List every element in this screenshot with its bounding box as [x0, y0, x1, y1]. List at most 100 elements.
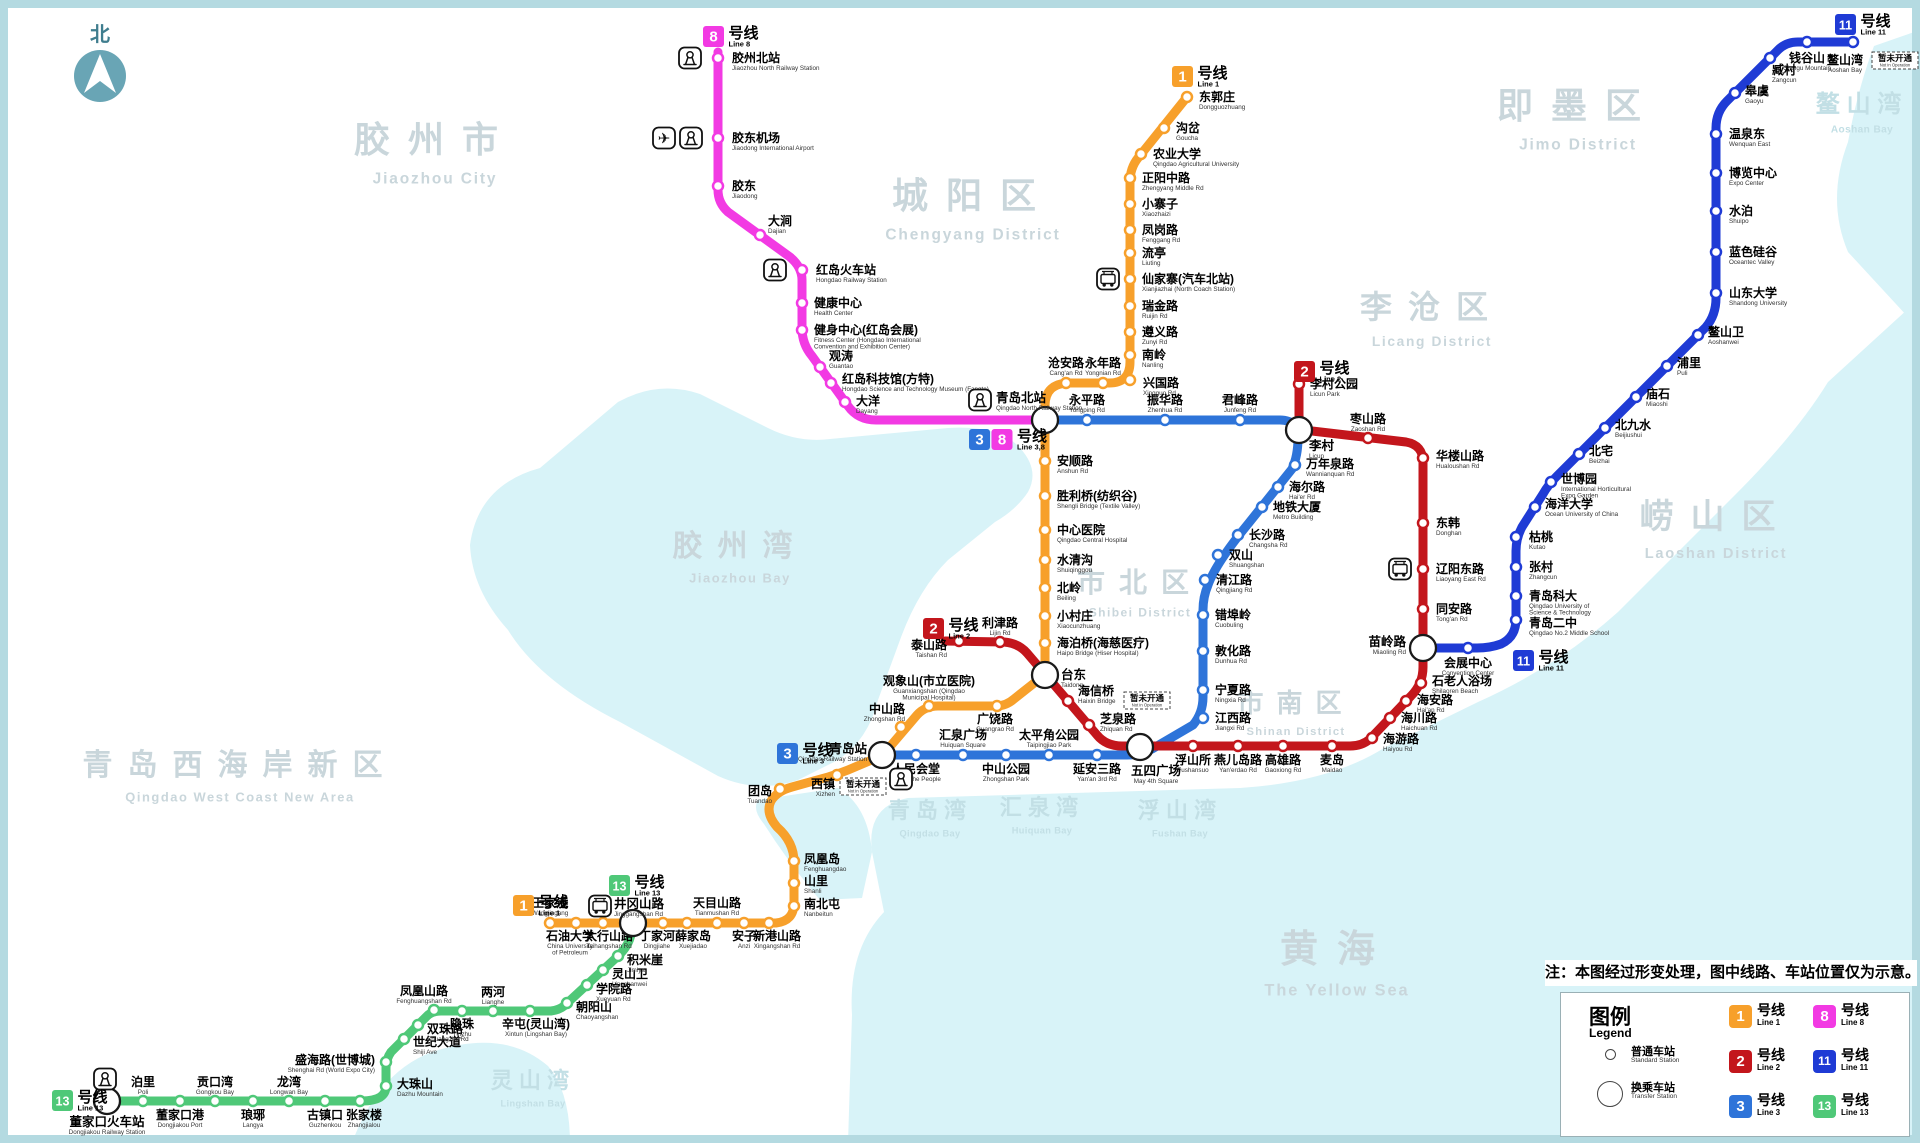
- svg-text:枯桃: 枯桃: [1529, 529, 1553, 544]
- svg-text:Lingshanwei: Lingshanwei: [612, 981, 647, 988]
- svg-text:广饶路: 广饶路: [977, 711, 1014, 726]
- svg-text:Guzhenkou: Guzhenkou: [309, 1122, 342, 1129]
- svg-text:浮山所: 浮山所: [1175, 752, 1211, 767]
- svg-text:市北区: 市北区: [1077, 566, 1203, 598]
- svg-text:汇泉湾: 汇泉湾: [1000, 795, 1084, 820]
- svg-text:市南区: 市南区: [1237, 688, 1354, 718]
- svg-text:Gaoyu: Gaoyu: [1745, 98, 1764, 105]
- svg-text:Cuobuling: Cuobuling: [1215, 622, 1244, 629]
- svg-text:南岭: 南岭: [1142, 347, 1166, 362]
- svg-text:小寨子: 小寨子: [1142, 196, 1178, 211]
- svg-text:11: 11: [1517, 655, 1530, 669]
- svg-text:Maidao: Maidao: [1322, 767, 1343, 774]
- svg-text:胶东机场: 胶东机场: [732, 130, 780, 145]
- svg-text:Shuangshan: Shuangshan: [1229, 562, 1265, 569]
- svg-text:海尔路: 海尔路: [1289, 479, 1326, 494]
- svg-text:鳌山湾: 鳌山湾: [1827, 52, 1863, 67]
- svg-text:Tong'an Rd: Tong'an Rd: [1436, 616, 1468, 623]
- svg-text:观涛: 观涛: [829, 348, 853, 363]
- station: 辛屯(灵山湾)Xintun (Lingshan Bay): [502, 1004, 570, 1038]
- svg-text:Metro Building: Metro Building: [1273, 514, 1314, 521]
- svg-text:Line 13: Line 13: [78, 1104, 104, 1113]
- railway-icon: [93, 1067, 117, 1091]
- svg-text:Fushansuo: Fushansuo: [1177, 767, 1209, 774]
- svg-text:Jiaozhou Bay: Jiaozhou Bay: [689, 570, 791, 585]
- north-arrow-icon: [74, 50, 126, 102]
- svg-text:Taidong: Taidong: [1061, 682, 1084, 689]
- svg-text:Shilaoren Beach: Shilaoren Beach: [1432, 688, 1479, 695]
- svg-text:3: 3: [975, 432, 983, 449]
- svg-text:11: 11: [1839, 19, 1852, 33]
- svg-text:浦里: 浦里: [1677, 355, 1701, 370]
- svg-text:✈: ✈: [658, 131, 671, 148]
- line-13-badge: 13: [1813, 1095, 1836, 1118]
- svg-text:大涧: 大涧: [768, 213, 792, 228]
- svg-text:2: 2: [929, 621, 937, 638]
- svg-text:Jiaodong: Jiaodong: [732, 193, 758, 200]
- svg-text:灵山卫: 灵山卫: [612, 966, 648, 981]
- svg-text:振华路: 振华路: [1147, 392, 1184, 407]
- svg-text:胶州湾: 胶州湾: [673, 529, 808, 563]
- station: 胜利桥(纺织谷)Shengli Bridge (Textile Valley): [1038, 488, 1140, 510]
- svg-text:Jiaodong International Airport: Jiaodong International Airport: [732, 145, 814, 152]
- map-note: 注：本图经过形变处理，图中线路、车站位置仅为示意。: [1545, 960, 1920, 986]
- svg-text:青岛站: 青岛站: [829, 741, 867, 756]
- svg-text:石老人浴场: 石老人浴场: [1431, 673, 1492, 688]
- svg-text:泊里: 泊里: [131, 1074, 155, 1089]
- svg-text:朝阳山: 朝阳山: [576, 999, 612, 1014]
- north-indicator: 北: [70, 18, 130, 110]
- legend-title: 图例: [1589, 1006, 1631, 1029]
- railway-icon: [889, 767, 913, 791]
- svg-text:Laoshan District: Laoshan District: [1645, 546, 1788, 562]
- svg-text:海安路: 海安路: [1417, 692, 1454, 707]
- svg-text:Wannianquan Rd: Wannianquan Rd: [1306, 471, 1355, 478]
- svg-text:Wangjiagang: Wangjiagang: [532, 910, 569, 917]
- svg-text:红岛科技馆(方特): 红岛科技馆(方特): [842, 371, 934, 386]
- svg-text:Jimiya: Jimiya: [627, 967, 645, 974]
- svg-text:暂未开通: 暂未开通: [1878, 53, 1913, 63]
- svg-text:中山公园: 中山公园: [982, 761, 1030, 776]
- svg-text:鳌山湾: 鳌山湾: [1816, 90, 1908, 118]
- svg-text:Taihangshan Rd: Taihangshan Rd: [586, 943, 632, 950]
- svg-text:李村: 李村: [1308, 438, 1335, 453]
- svg-text:崂山区: 崂山区: [1640, 498, 1793, 536]
